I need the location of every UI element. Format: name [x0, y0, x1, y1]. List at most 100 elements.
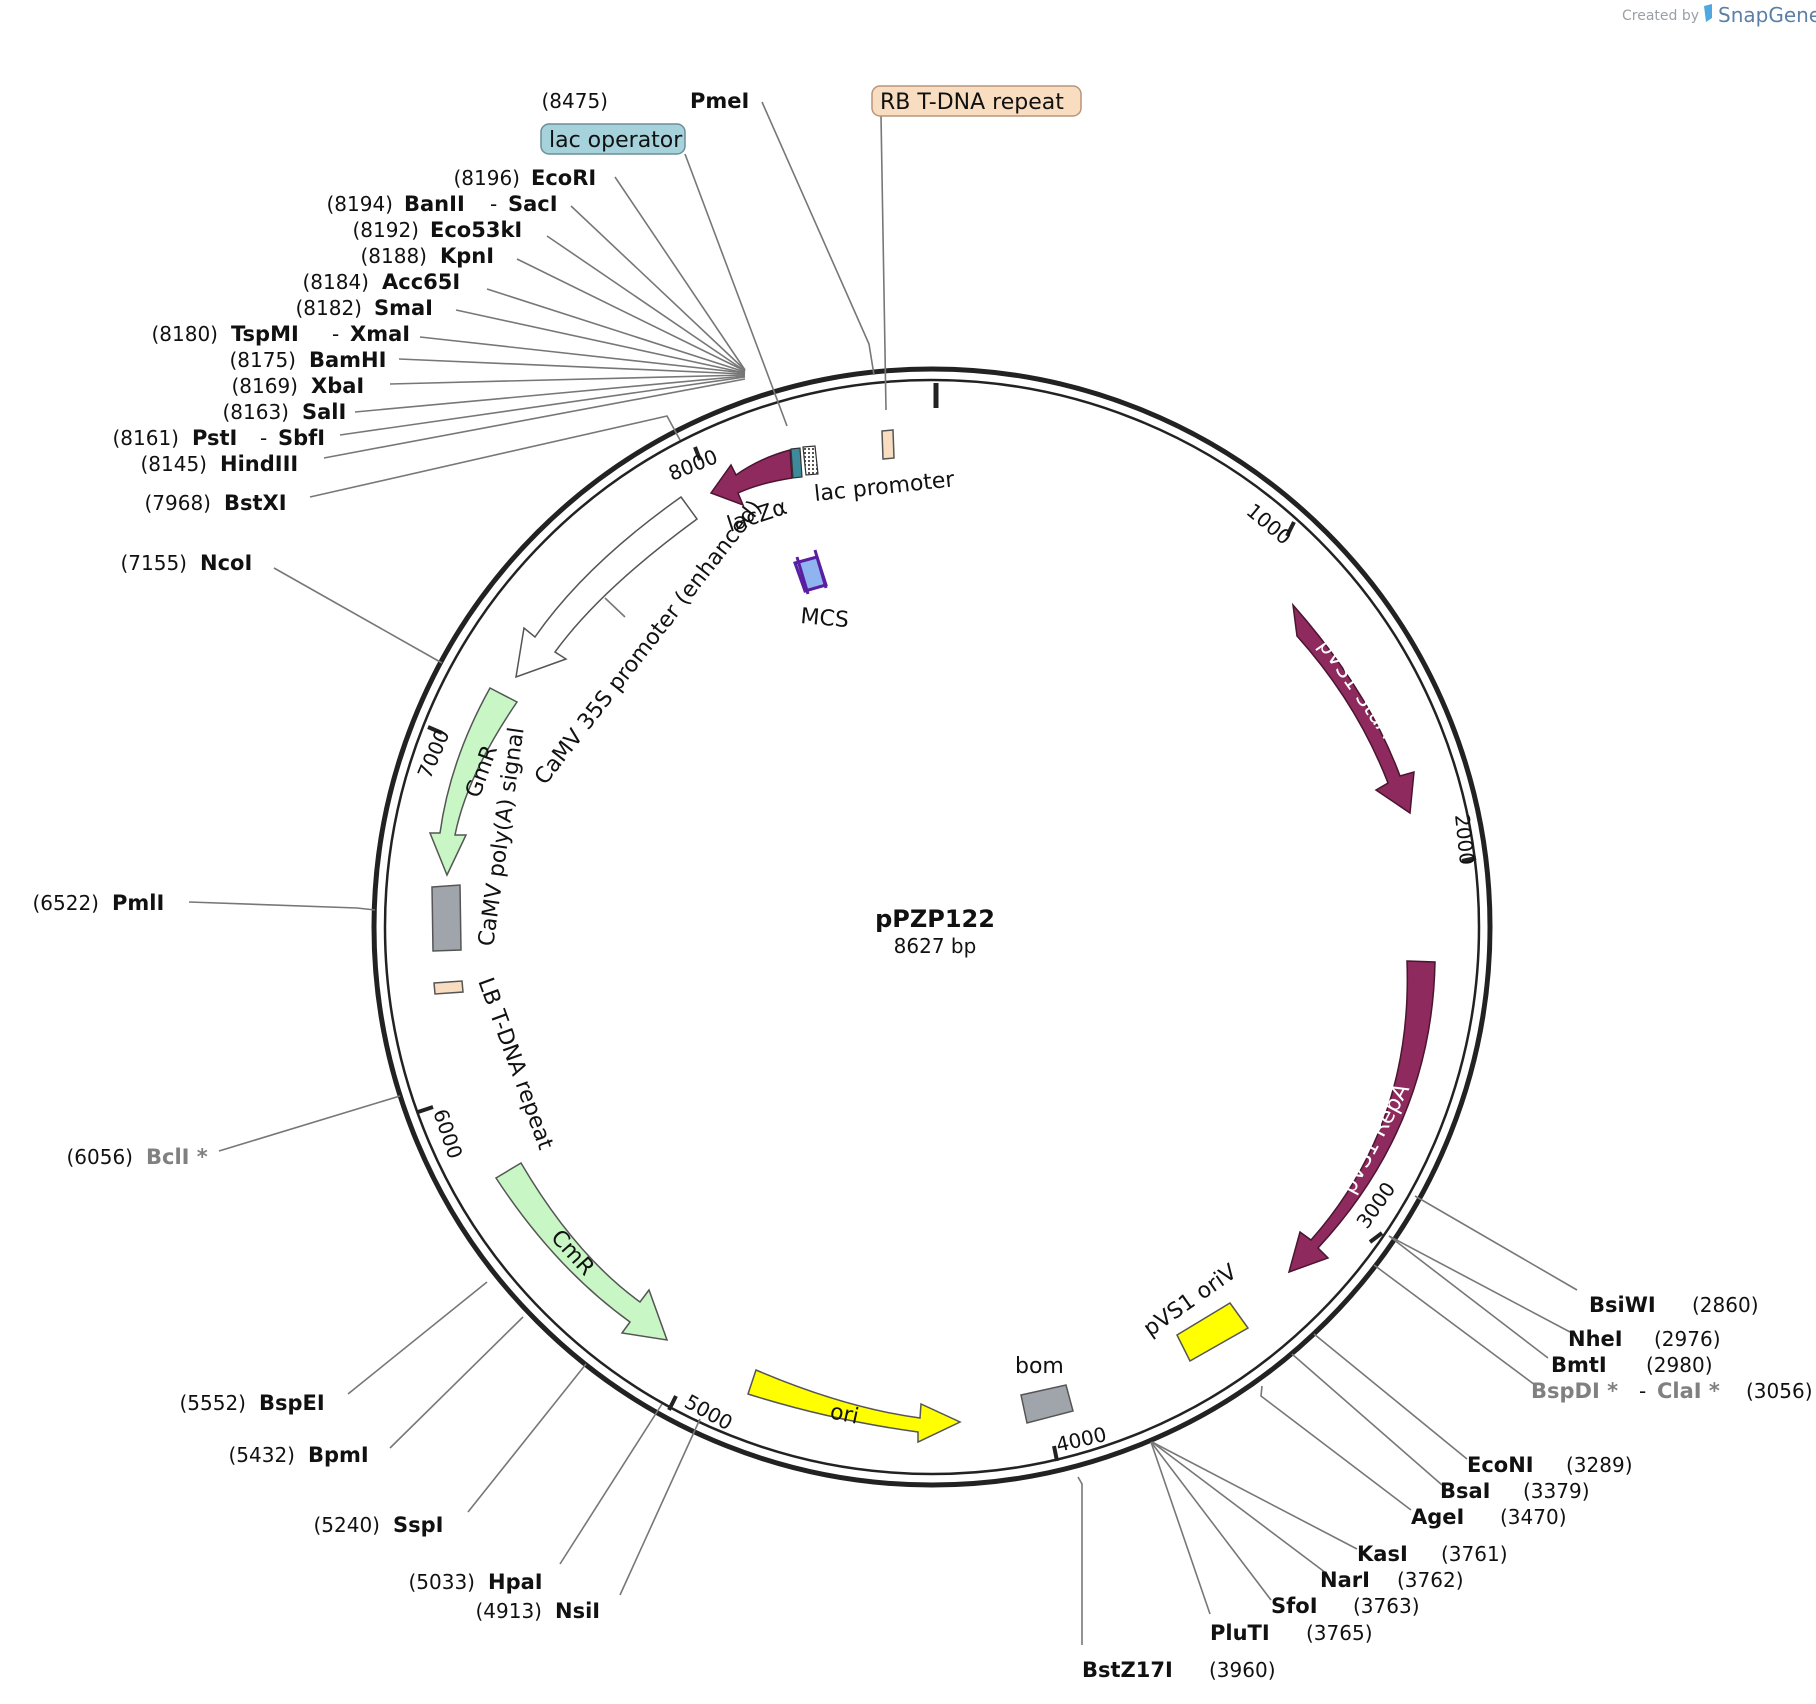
tick-8000	[693, 446, 702, 461]
enzyme-name-xbai[interactable]: XbaI	[311, 374, 364, 398]
feature-cmr[interactable]	[494, 1161, 669, 1341]
leader-nsii	[619, 1418, 701, 1596]
leader-kasi	[1151, 1441, 1358, 1550]
enzyme-pos-ecori: (8196)	[453, 166, 520, 190]
enzyme-name-hindiii[interactable]: HindIII	[220, 452, 298, 476]
enzyme-name-kasi[interactable]: KasI	[1357, 1542, 1408, 1566]
enzyme-name-smai[interactable]: SmaI	[374, 296, 433, 320]
enzyme-name-eco53ki[interactable]: Eco53kI	[430, 218, 522, 242]
enzyme-name-nari[interactable]: NarI	[1320, 1568, 1370, 1592]
leader-bstz17i	[1077, 1476, 1083, 1645]
leader-nari	[1151, 1441, 1327, 1574]
enzyme-name-econi[interactable]: EcoNI	[1467, 1453, 1534, 1477]
enzyme-name-pluti[interactable]: PluTI	[1210, 1621, 1270, 1645]
leader-pmli	[188, 901, 376, 911]
enzyme-name-acc65i[interactable]: Acc65I	[382, 270, 460, 294]
enzyme-pos-bsai: (3379)	[1523, 1479, 1590, 1503]
snapgene-credit[interactable]: Created by SnapGene	[1622, 3, 1816, 27]
enzyme-dash-bspdi: -	[1639, 1379, 1646, 1403]
feature-rb-tdna-repeat[interactable]	[881, 429, 895, 460]
leader-bcli	[218, 1095, 401, 1152]
feature-bom[interactable]	[1020, 1384, 1074, 1424]
backbone-inner-ring	[383, 378, 1481, 1476]
enzyme-name-clai[interactable]: ClaI *	[1657, 1379, 1720, 1403]
backbone-outer-ring	[371, 366, 1493, 1488]
enzyme-pos-kpni: (8188)	[360, 244, 427, 268]
leader-pmei	[761, 101, 875, 376]
enzyme-pos-kasi: (3761)	[1441, 1542, 1508, 1566]
enzyme-name-sspi[interactable]: SspI	[393, 1513, 443, 1537]
tick-5000	[667, 1395, 678, 1411]
enzyme-name-psti[interactable]: PstI	[192, 426, 237, 450]
feature-lac-promoter[interactable]	[802, 445, 819, 476]
enzyme-name-bsai[interactable]: BsaI	[1440, 1479, 1491, 1503]
leader-ecori	[614, 176, 746, 371]
enzyme-name-sbfi[interactable]: SbfI	[278, 426, 325, 450]
feature-gmr[interactable]	[428, 686, 519, 877]
enzyme-name-bspdi[interactable]: BspDI *	[1531, 1379, 1618, 1403]
tick-6000	[417, 1105, 434, 1114]
enzyme-name-bspei[interactable]: BspEI	[259, 1391, 325, 1415]
leader-bpmi	[389, 1316, 524, 1449]
feature-lac-operator[interactable]	[790, 447, 803, 479]
enzyme-name-pmli[interactable]: PmlI	[112, 891, 164, 915]
enzyme-name-ncoi[interactable]: NcoI	[200, 551, 252, 575]
mcs-edge-right	[813, 549, 828, 589]
backbone	[371, 366, 1493, 1488]
feature-lacz-alpha[interactable]	[709, 449, 793, 507]
enzyme-name-kpni[interactable]: KpnI	[440, 244, 494, 268]
leader-acc65i	[486, 288, 746, 373]
leader-bsai	[1291, 1353, 1443, 1486]
enzyme-name-pmei[interactable]: PmeI	[690, 89, 749, 113]
tick-7000	[427, 725, 443, 735]
feature-pvs1-staa[interactable]	[1291, 602, 1415, 815]
enzyme-pos-smai: (8182)	[295, 296, 362, 320]
enzyme-pos-pluti: (3765)	[1306, 1621, 1373, 1645]
enzyme-name-bstz17i[interactable]: BstZ17I	[1082, 1658, 1173, 1682]
plasmid-name: pPZP122	[875, 905, 995, 933]
leader-hindiii	[323, 378, 746, 459]
enzyme-pos-agei: (3470)	[1500, 1505, 1567, 1529]
enzyme-name-xmai[interactable]: XmaI	[350, 322, 410, 346]
feature-camv-polya[interactable]	[431, 884, 462, 952]
enzyme-name-hpai[interactable]: HpaI	[488, 1570, 543, 1594]
leader-camv-35s	[604, 597, 626, 618]
enzyme-name-sfoi[interactable]: SfoI	[1271, 1594, 1318, 1618]
enzyme-pos-bsiwi: (2860)	[1692, 1293, 1759, 1317]
enzyme-name-bamhi[interactable]: BamHI	[309, 348, 386, 372]
tick-label-8000: 8000	[665, 444, 721, 485]
enzyme-pos-econi: (3289)	[1566, 1453, 1633, 1477]
callout-rb-tdna-repeat[interactable]	[871, 85, 1082, 117]
enzyme-name-bpmi[interactable]: BpmI	[308, 1443, 369, 1467]
enzyme-name-bmti[interactable]: BmtI	[1551, 1353, 1607, 1377]
enzyme-dash-banii: -	[490, 192, 497, 216]
enzyme-name-bsiwi[interactable]: BsiWI	[1589, 1293, 1656, 1317]
enzyme-name-saci[interactable]: SacI	[508, 192, 558, 216]
enzyme-name-tspmi[interactable]: TspMI	[231, 322, 299, 346]
callout-lac-operator[interactable]	[540, 123, 686, 155]
feature-pvs1-repa[interactable]	[1287, 960, 1436, 1274]
enzyme-name-banii[interactable]: BanII	[404, 192, 465, 216]
enzyme-pos-pmli: (6522)	[32, 891, 99, 915]
snapgene-logo-icon	[1704, 4, 1712, 22]
enzyme-name-bcli[interactable]: BclI *	[146, 1145, 208, 1169]
enzyme-name-nsii[interactable]: NsiI	[555, 1599, 600, 1623]
leader-kpni	[516, 258, 746, 372]
enzyme-pos-nari: (3762)	[1397, 1568, 1464, 1592]
enzyme-name-agei[interactable]: AgeI	[1411, 1505, 1464, 1529]
feature-camv-35s-promoter[interactable]	[515, 495, 699, 679]
enzyme-pos-sali: (8163)	[222, 400, 289, 424]
feature-ori[interactable]	[747, 1368, 962, 1444]
enzyme-name-ecori[interactable]: EcoRI	[531, 166, 596, 190]
enzyme-leaders	[188, 101, 1578, 1645]
enzyme-name-nhei[interactable]: NheI	[1568, 1327, 1623, 1351]
enzyme-pos-eco53ki: (8192)	[352, 218, 419, 242]
feature-pvs1-oriv[interactable]	[1176, 1302, 1250, 1363]
enzyme-name-sali[interactable]: SalI	[302, 400, 346, 424]
leader-xmai	[419, 336, 746, 374]
enzyme-name-bstxi[interactable]: BstXI	[224, 491, 287, 515]
enzyme-pos-acc65i: (8184)	[302, 270, 369, 294]
leader-agei	[1260, 1385, 1412, 1511]
feature-lb-tdna-repeat[interactable]	[433, 980, 464, 995]
enzyme-pos-xbai: (8169)	[231, 374, 298, 398]
